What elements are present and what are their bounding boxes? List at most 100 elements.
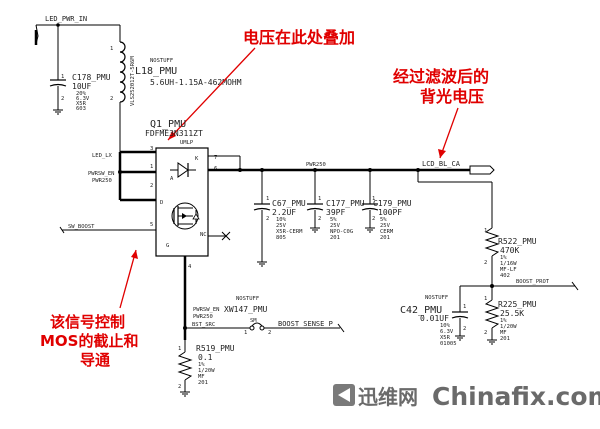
r522-spec-0: 1%: [500, 255, 507, 261]
pin-xw147-2: 2: [268, 330, 271, 336]
l18-part: VLS252012T-5R6M: [130, 56, 136, 106]
pin-c42-2: 2: [463, 326, 466, 332]
c179-spec-2: CERM: [380, 229, 394, 235]
q1-pkg: UMLP: [180, 140, 194, 146]
q1-left-wiring: LED_LX PWRSW_EN PWR250 SW_BOOST: [59, 150, 231, 241]
c42-spec-2: X5R: [440, 335, 451, 341]
r522-spec-2: MF-LF: [500, 267, 517, 273]
c178-spec-1: 6.3V: [76, 96, 90, 102]
c179-spec-0: 5%: [380, 217, 387, 223]
c178-ref: C178_PMU: [72, 73, 111, 82]
c42-value: 0.01UF: [420, 314, 449, 323]
pin-q1-a: A: [170, 176, 174, 182]
r225-spec-0: 1%: [500, 318, 507, 324]
pin-c177-1: 1: [318, 196, 321, 202]
c67-ref: C67_PMU: [272, 199, 306, 208]
net-label-led-pwr-in: LED_PWR_IN: [45, 15, 87, 23]
r522-spec-1: 1/16W: [500, 261, 517, 267]
c179-spec-1: 25V: [380, 223, 391, 229]
c177-ref: C177_PMU: [326, 199, 365, 208]
c67-spec-2: X5R-CERM: [276, 229, 303, 235]
pin-c42-1: 1: [463, 304, 466, 310]
watermark: 迅维网 Chinafix.com: [333, 382, 600, 411]
xw147-pkg: SM: [250, 318, 257, 324]
r522-spec-3: 402: [500, 273, 510, 279]
annotation-mos-line3: 导通: [80, 351, 110, 369]
c178-spec-0: 20%: [76, 91, 87, 97]
c42-spec-1: 6.3V: [440, 329, 454, 335]
l18-nostuff: NOSTUFF: [150, 58, 173, 64]
net-label-pwr250-c: PWR250: [193, 314, 213, 320]
pin-r225-1: 1: [484, 296, 487, 302]
annotation-mos-control: 该信号控制 MOS的截止和 导通: [40, 249, 138, 369]
net-label-pwr250-b: PWR250: [306, 162, 326, 168]
c42-spec-3: 01005: [440, 341, 457, 347]
net-label-pwr250-a: PWR250: [92, 178, 112, 184]
c42-spec-0: 10%: [440, 323, 451, 329]
r519-spec-1: 1/20W: [198, 368, 215, 374]
annotation-voltage-overlay-text: 电压在此处叠加: [243, 28, 355, 47]
annotation-mos-line2: MOS的截止和: [40, 332, 138, 350]
r225-ref: R225_PMU: [498, 300, 537, 309]
annotation-voltage-overlay: 电压在此处叠加: [167, 28, 355, 141]
pin-r519-2: 2: [178, 384, 181, 390]
r225-value: 25.5K: [500, 309, 524, 318]
annotation-backlight-line2: 背光电压: [420, 87, 484, 106]
pin-xw147-1: 1: [244, 330, 247, 336]
annotation-mos-line1: 该信号控制: [50, 313, 125, 331]
pin-q1-7: 7: [214, 155, 217, 161]
c177-spec-2: NPO-C0G: [330, 229, 353, 235]
c178-value: 10UF: [72, 82, 91, 91]
c42-ref: C42_PMU: [400, 305, 442, 316]
net-label-pwrsw-en: PWRSW_EN: [88, 171, 115, 177]
capacitor-c177: 1 2 C177_PMU 39PF 5% 25V NPO-C0G 201: [306, 170, 365, 241]
q1-ref: Q1_PMU: [150, 119, 186, 130]
r519-spec-3: 201: [198, 380, 208, 386]
c67-spec-0: 10%: [276, 217, 287, 223]
l18-ref: L18_PMU: [135, 66, 177, 77]
net-label-led-lx: LED_LX: [92, 153, 113, 159]
net-label-boost-prot: BOOST_PROT: [516, 279, 550, 285]
c67-value: 2.2UF: [272, 208, 296, 217]
c67-spec-3: 805: [276, 235, 286, 241]
pin-q1-g: G: [166, 243, 169, 249]
pin-r522-2: 2: [484, 260, 487, 266]
r225-spec-2: MF: [500, 330, 507, 336]
mosfet-q1: Q1_PMU FDFME3N311ZT UMLP A K D G NC 3 1 …: [145, 119, 217, 270]
net-label-lcd-bl-ca: LCD_BL_CA: [422, 160, 461, 168]
pin-c179-1: 1: [372, 196, 375, 202]
pin-c178-1: 1: [61, 74, 64, 80]
r519-value: 0.1: [198, 353, 213, 362]
pin-c67-1: 1: [266, 196, 269, 202]
c177-spec-0: 5%: [330, 217, 337, 223]
c179-ref: C179_PMU: [373, 199, 412, 208]
pin-q1-d: D: [160, 200, 163, 206]
pin-r225-2: 2: [484, 330, 487, 336]
r225-spec-3: 201: [500, 336, 510, 342]
pin-q1-4: 4: [188, 264, 192, 270]
pin-c177-2: 2: [318, 216, 321, 222]
r519-ref: R519_PMU: [196, 344, 235, 353]
r522-value: 470K: [500, 246, 519, 255]
c178-spec-3: 603: [76, 106, 86, 112]
net-label-sw-boost: SW_BOOST: [68, 224, 95, 230]
pin-r522-1: 1: [484, 228, 487, 234]
r225-spec-1: 1/20W: [500, 324, 517, 330]
output-rail: PWR250 LCD_BL_CA: [208, 155, 495, 175]
capacitor-c67: 1 2 C67_PMU 2.2UF 10% 25V X5R-CERM 805: [253, 170, 306, 267]
pin-l18-2: 2: [110, 96, 113, 102]
annotation-backlight: 经过滤波后的 背光电压: [393, 67, 489, 159]
c67-spec-1: 25V: [276, 223, 287, 229]
pin-q1-5: 5: [150, 222, 153, 228]
c179-spec-3: 201: [380, 235, 390, 241]
q1-part: FDFME3N311ZT: [145, 129, 203, 138]
pin-q1-3: 3: [150, 146, 153, 152]
c177-value: 39PF: [326, 208, 345, 217]
xw147-ref: XW147_PMU: [224, 305, 268, 314]
pin-c179-2: 2: [372, 216, 375, 222]
pin-q1-1: 1: [150, 164, 153, 170]
watermark-brand-cn: 迅维网: [358, 385, 418, 409]
pin-c178-2: 2: [61, 96, 64, 102]
